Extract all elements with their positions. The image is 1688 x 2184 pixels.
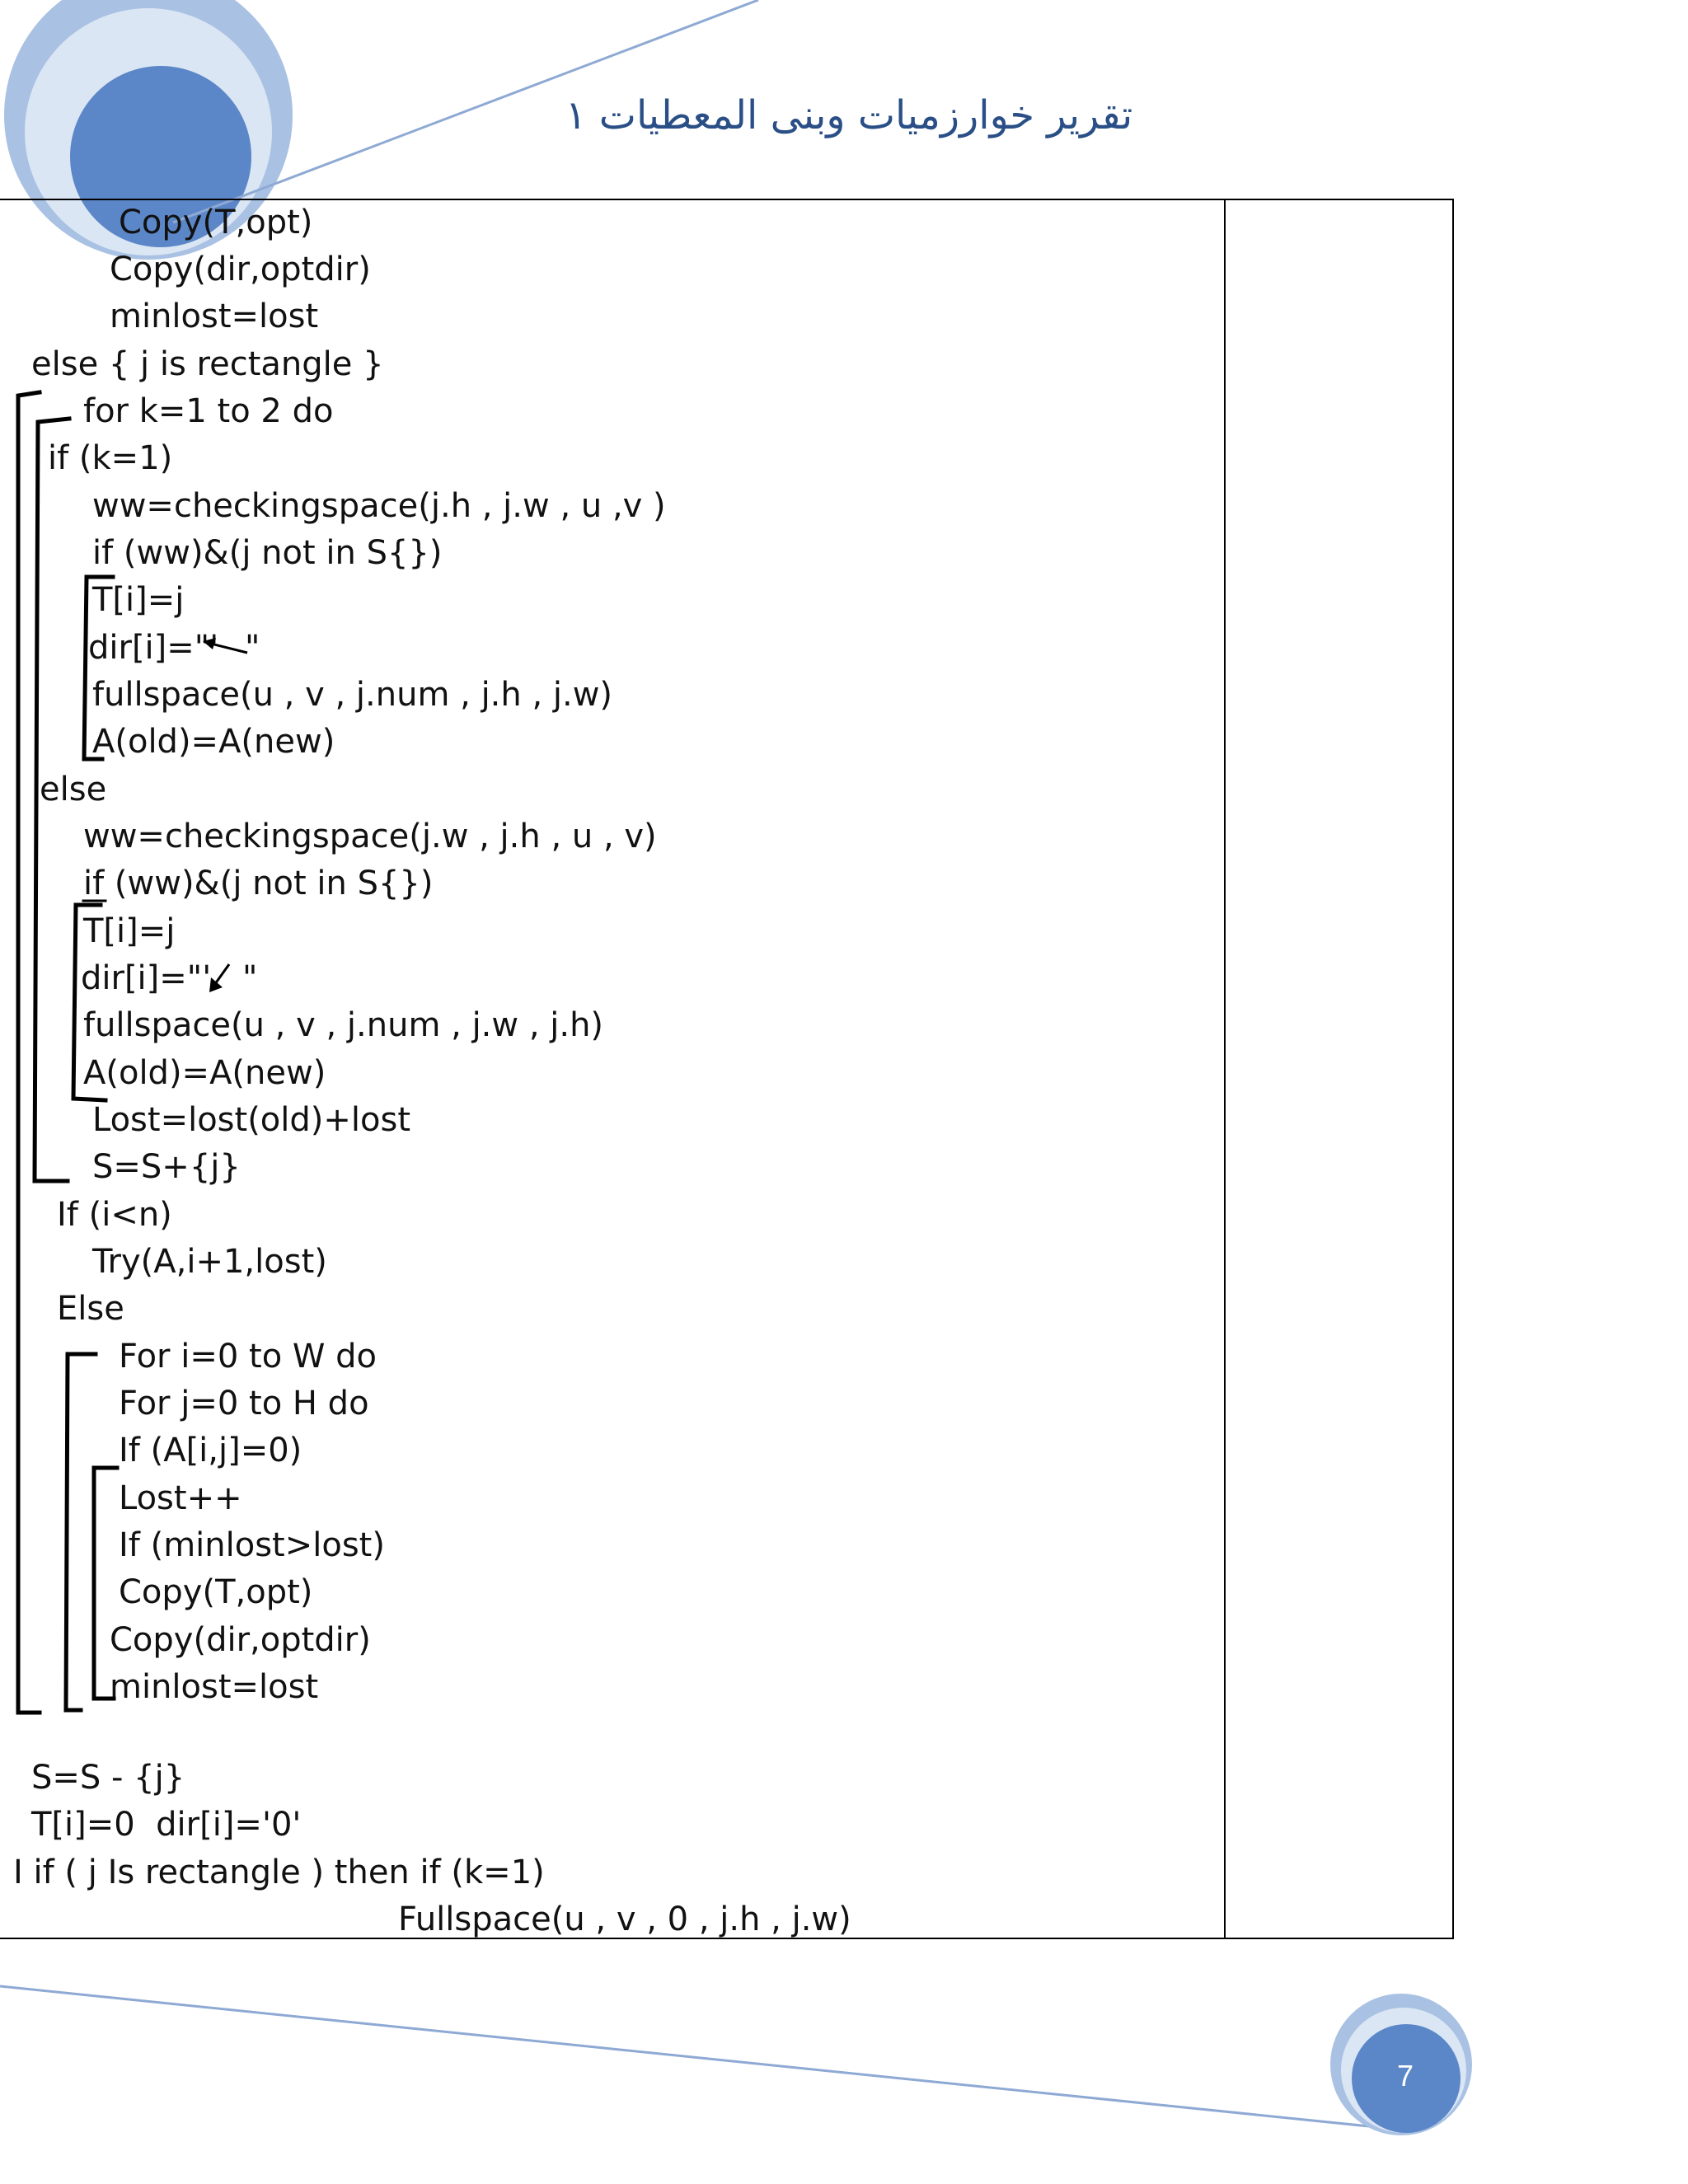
loop-bracket	[32, 416, 72, 1183]
code-line: T[i]=0 dir[i]='0'	[31, 1806, 302, 1844]
code-line: Fullspace(u , v , 0 , j.h , j.w)	[398, 1900, 851, 1938]
down-left-arrow-icon	[209, 963, 231, 992]
code-line: if (ww)&(j not in S{})	[83, 865, 434, 902]
page-number: 7	[1396, 2059, 1414, 2093]
code-line: Try(A,i+1,lost)	[92, 1243, 327, 1281]
header-diagonal-line	[172, 0, 759, 224]
code-line: fullspace(u , v , j.num , j.h , j.w)	[92, 676, 613, 714]
code-line: if (ww)&(j not in S{})	[92, 534, 443, 572]
code-line: ww=checkingspace(j.h , j.w , u ,v )	[92, 487, 666, 525]
code-line: T[i]=j	[92, 581, 185, 619]
code-line: A(old)=A(new)	[92, 723, 335, 761]
code-line: If (A[i,j]=0)	[119, 1432, 302, 1469]
code-line: T[i]=j	[83, 912, 176, 950]
else-bracket	[71, 902, 108, 1103]
code-line: Copy(dir,optdir)	[110, 1621, 371, 1659]
code-line: For j=0 to H do	[119, 1385, 369, 1422]
code-line: if (k=1)	[48, 439, 173, 477]
code-line: minlost=lost	[110, 298, 319, 335]
code-line: ww=checkingspace(j.w , j.h , u , v)	[83, 818, 657, 855]
left-arrow-icon	[203, 638, 248, 654]
else-block-bracket	[63, 1352, 98, 1713]
content-table	[0, 199, 1454, 1939]
code-line: For i=0 to W do	[119, 1338, 377, 1376]
code-line: else	[40, 771, 107, 808]
if-bracket	[82, 574, 115, 762]
code-line: else { j is rectangle }	[31, 345, 384, 383]
code-line: I if ( j Is rectangle ) then if (k=1)	[13, 1854, 545, 1891]
table-column-divider	[1224, 199, 1226, 1939]
page-title: تقرير خوارزميات وبنى المعطيات ١	[565, 92, 1133, 138]
code-line: "	[242, 959, 258, 997]
code-line: A(old)=A(new)	[83, 1054, 326, 1092]
outer-bracket	[16, 390, 42, 1715]
code-line: dir[i]="'	[81, 959, 212, 997]
inner-if-bracket	[91, 1465, 120, 1701]
code-line: Lost++	[119, 1479, 242, 1517]
code-line: fullspace(u , v , j.num , j.w , j.h)	[83, 1006, 604, 1044]
code-line: Else	[57, 1290, 124, 1328]
code-line: If (minlost>lost)	[119, 1526, 385, 1564]
code-line: S=S - {j}	[31, 1759, 185, 1797]
code-line: Copy(dir,optdir)	[110, 251, 371, 288]
code-line: dir[i]="'	[88, 629, 219, 667]
code-line: Copy(T,opt)	[119, 1573, 313, 1611]
code-line: minlost=lost	[110, 1668, 319, 1706]
header-circles-icon	[4, 0, 293, 260]
footer-diagonal-line	[0, 1985, 1410, 2132]
footer-circles-icon	[1330, 1994, 1472, 2135]
code-line: Copy(T,opt)	[119, 204, 313, 241]
code-line: If (i<n)	[57, 1196, 172, 1234]
code-line: for k=1 to 2 do	[83, 392, 334, 430]
code-line: S=S+{j}	[92, 1148, 241, 1186]
code-line: Lost=lost(old)+lost	[92, 1101, 411, 1139]
code-line: "	[245, 629, 260, 667]
